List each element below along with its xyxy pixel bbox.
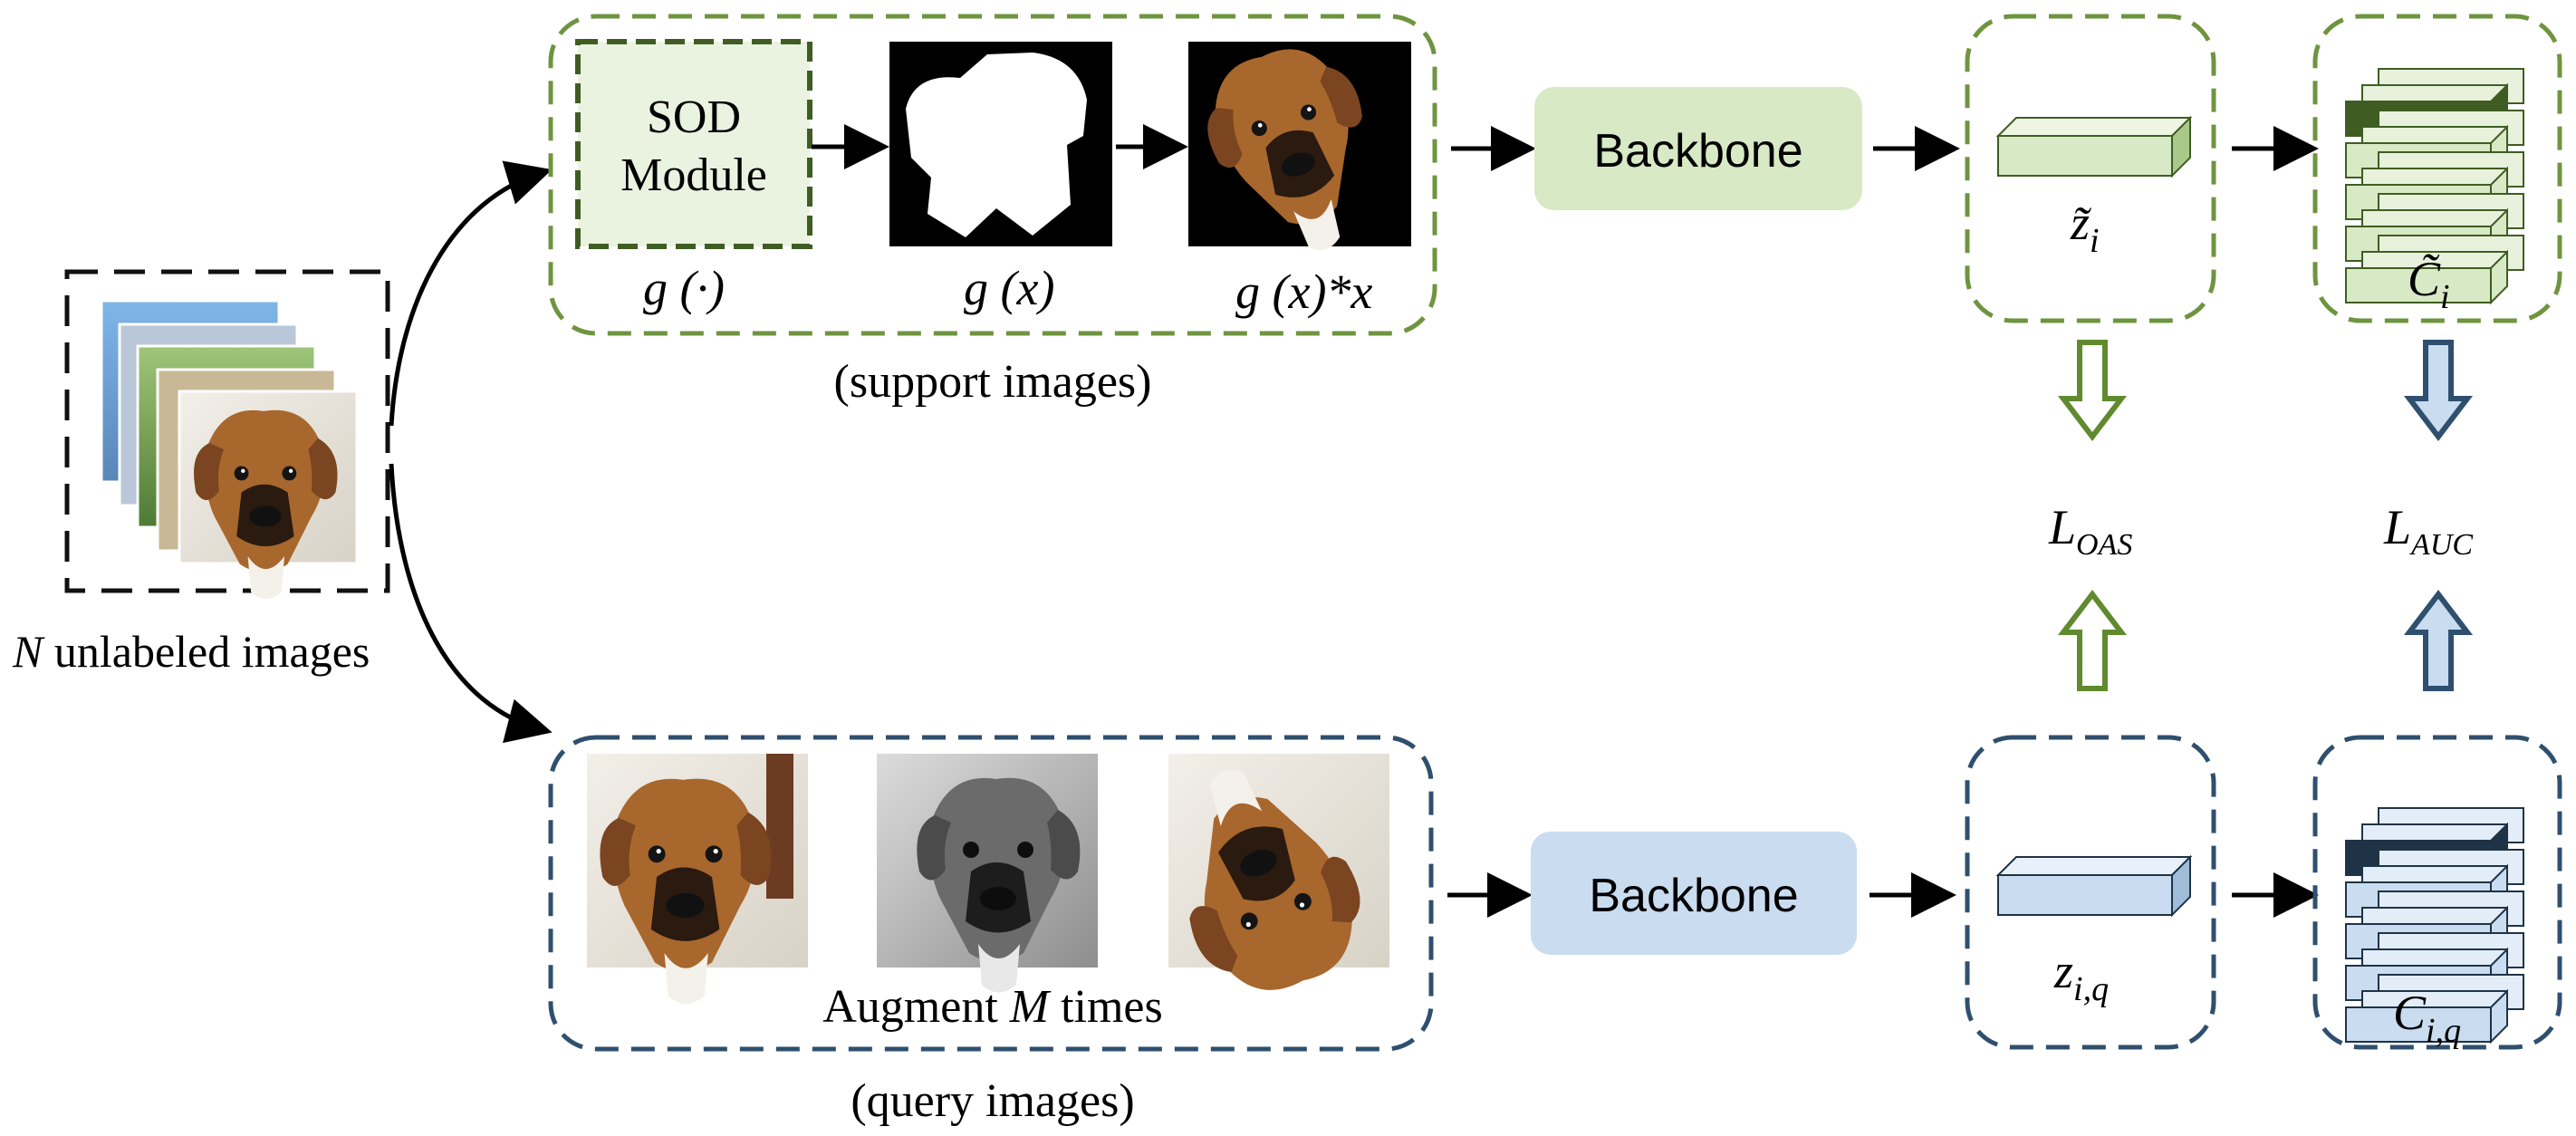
support-branch: SOD Module g (·) g (x) g (x)*x (support … (548, 14, 2562, 408)
query-embedding-frame (1965, 735, 2216, 1050)
query-embedding-block (1995, 854, 2193, 918)
green-up-arrow (2063, 594, 2121, 688)
query-context-stack (2345, 807, 2524, 1045)
sod-module-box (575, 39, 812, 249)
sod-module-line1: SOD (647, 91, 741, 143)
arrow-to-query (389, 463, 553, 744)
support-context-label: C̃i (2408, 252, 2450, 316)
query-images-caption: (query images) (851, 1075, 1134, 1127)
label-g-function: g (·) (643, 261, 725, 315)
loss-oas-label: LOAS (2048, 500, 2132, 562)
context-block-layer (2345, 235, 2524, 305)
support-backbone-box (1534, 87, 1862, 210)
support-images-frame (548, 14, 1437, 336)
query-embedding-label: zi,q (2053, 944, 2109, 1008)
query-context-label: Ci,q (2393, 986, 2461, 1050)
image-stack (100, 299, 359, 600)
label-g-x-times-x: g (x)*x (1235, 265, 1372, 319)
query-image-rotated (1144, 741, 1389, 1012)
blue-down-arrow (2409, 342, 2467, 437)
query-image-color (587, 754, 808, 1005)
unlabeled-images-caption: N unlabeled images (12, 626, 370, 677)
green-down-arrow (2063, 342, 2121, 437)
support-context-frame (2312, 14, 2562, 323)
query-image-gray (877, 754, 1098, 993)
saliency-mask-image (889, 42, 1112, 246)
query-context-frame (2312, 735, 2562, 1050)
unlabeled-images-group: N unlabeled images (12, 269, 390, 677)
masked-dog-image (1188, 31, 1411, 274)
support-embedding-label: z̃i (2070, 196, 2100, 260)
loss-section: LOAS LAUC (2048, 342, 2473, 688)
support-embedding-frame (1965, 14, 2216, 323)
unlabeled-images-frame (64, 269, 390, 593)
query-backbone-box (1531, 832, 1857, 955)
query-backbone-label: Backbone (1589, 870, 1798, 922)
arrow-to-support (389, 160, 553, 427)
support-images-caption: (support images) (834, 356, 1152, 408)
loss-auc-label: LAUC (2383, 500, 2473, 562)
sod-module-line2: Module (620, 149, 767, 201)
support-embedding-block (1995, 115, 2193, 178)
query-branch: Augment M times (query images) Backbone … (548, 735, 2562, 1127)
query-inner-caption: Augment M times (822, 981, 1163, 1033)
query-images-frame (548, 735, 1434, 1052)
blue-up-arrow (2409, 594, 2467, 688)
dog-photo-input (194, 409, 338, 600)
support-context-stack (2345, 68, 2524, 305)
support-backbone-label: Backbone (1593, 125, 1802, 178)
context-block-layer (2345, 974, 2524, 1045)
label-g-x: g (x) (964, 261, 1054, 315)
